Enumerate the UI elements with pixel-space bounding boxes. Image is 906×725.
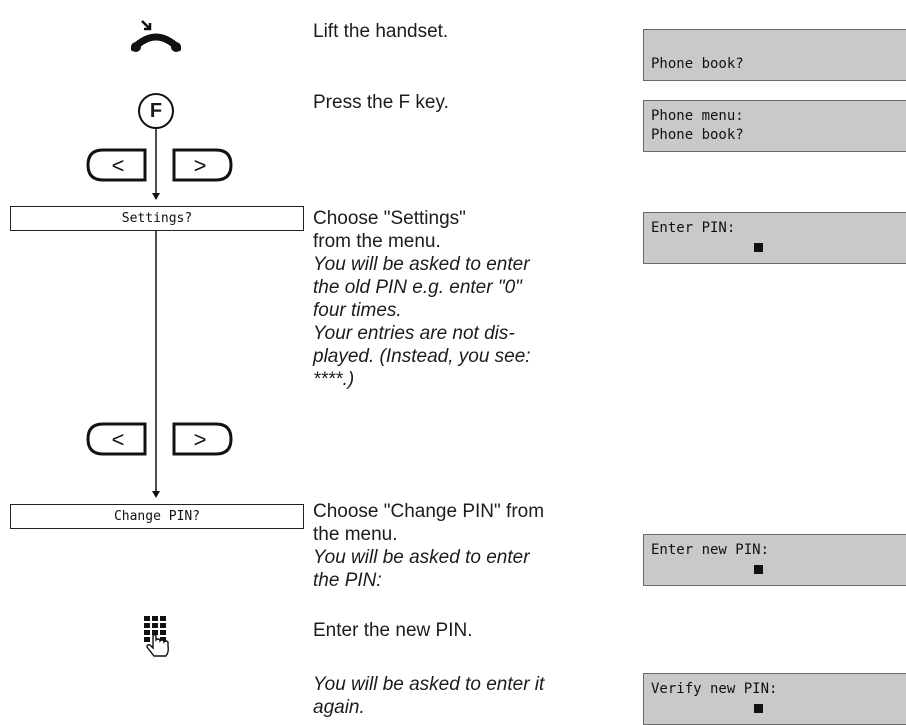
step-6-block: You will be asked to enter it again. <box>313 673 623 719</box>
display-line-2: Phone book? <box>651 127 744 143</box>
handset-lift-icon <box>131 20 181 52</box>
left-arrow-label-2: < <box>112 427 125 452</box>
right-arrow-key[interactable]: > <box>172 147 234 183</box>
left-arrow-label: < <box>112 153 125 178</box>
step-6-note-2: again. <box>313 697 365 718</box>
display-enter-pin: Enter PIN: <box>643 212 906 264</box>
display-line-2: Phone book? <box>651 56 744 72</box>
step-3-note-4: Your entries are not dis- <box>313 323 515 344</box>
step-3-note-5: played. (Instead, you see: <box>313 346 531 367</box>
f-key[interactable]: F <box>138 93 174 129</box>
display-line-1: Enter new PIN: <box>651 542 770 558</box>
step-3-text-2: from the menu. <box>313 231 441 252</box>
change-pin-menu-item: Change PIN? <box>10 504 304 529</box>
step-4-block: Choose "Change PIN" from the menu. You w… <box>313 500 613 592</box>
step-1-text: Lift the handset. <box>313 21 449 42</box>
display-line-1: Verify new PIN: <box>651 681 778 697</box>
step-2-text: Press the F key. <box>313 92 449 113</box>
display-line-1 <box>651 36 906 55</box>
keypad-icon <box>144 616 169 657</box>
right-arrow-label: > <box>194 153 207 178</box>
display-phone-menu: Phone menu: Phone book? <box>643 100 906 152</box>
step-4-text: Choose "Change PIN" from <box>313 501 545 522</box>
display-line-1: Phone menu: <box>651 108 744 124</box>
step-4-text-2: the menu. <box>313 524 398 545</box>
menu-flow-line <box>152 129 160 498</box>
input-cursor-icon <box>754 564 763 574</box>
step-3-note-2: the old PIN e.g. enter "0" <box>313 277 522 298</box>
right-arrow-label-2: > <box>194 427 207 452</box>
display-enter-new-pin: Enter new PIN: <box>643 534 906 586</box>
left-arrow-key[interactable]: < <box>85 147 147 183</box>
display-phone-book: Phone book? <box>643 29 906 81</box>
step-5-text: Enter the new PIN. <box>313 620 473 641</box>
settings-menu-item: Settings? <box>10 206 304 231</box>
step-4-note-2: the PIN: <box>313 570 382 591</box>
input-cursor-icon <box>754 703 763 713</box>
step-6-note-1: You will be asked to enter it <box>313 674 545 695</box>
input-cursor-icon <box>754 242 763 252</box>
display-line-1: Enter PIN: <box>651 220 736 236</box>
display-verify-new-pin: Verify new PIN: <box>643 673 906 725</box>
step-4-note-1: You will be asked to enter <box>313 547 530 568</box>
step-3-text: Choose "Settings" <box>313 208 466 229</box>
step-3-note-1: You will be asked to enter <box>313 254 530 275</box>
step-3-note-6: ****.) <box>313 369 355 390</box>
step-3-note-3: four times. <box>313 300 402 321</box>
right-arrow-key-2[interactable]: > <box>172 421 234 457</box>
left-arrow-key-2[interactable]: < <box>85 421 147 457</box>
step-3-block: Choose "Settings" from the menu. You wil… <box>313 207 613 391</box>
